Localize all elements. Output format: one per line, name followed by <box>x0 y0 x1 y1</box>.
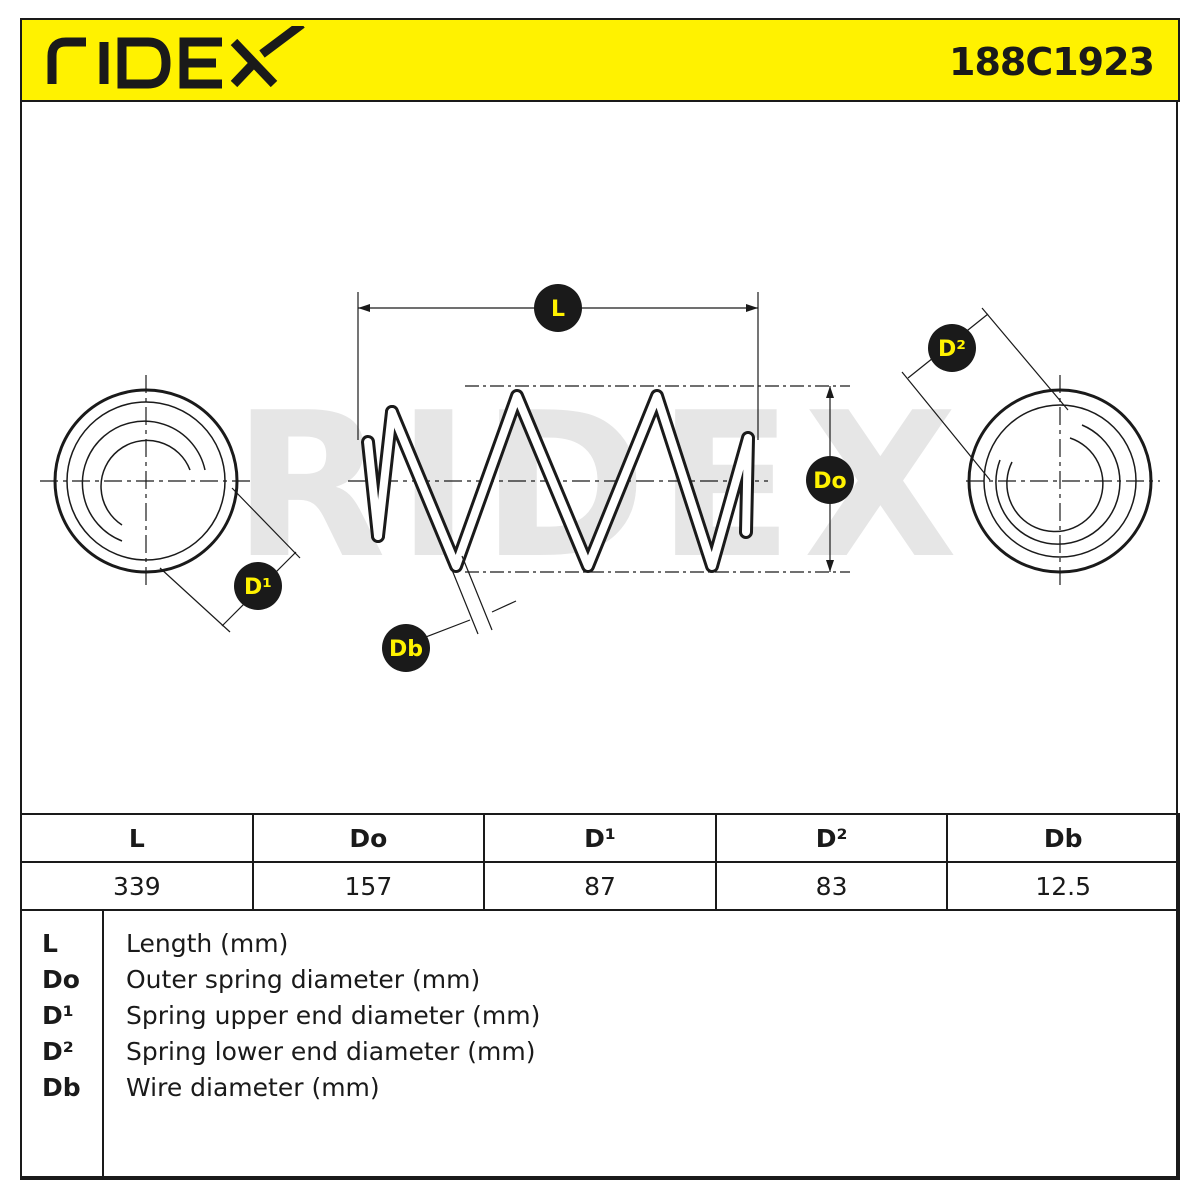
legend-item: Db Wire diameter (mm) <box>22 1073 1178 1109</box>
legend-item: L Length (mm) <box>22 929 1178 965</box>
legend-symbol: D² <box>42 1037 74 1066</box>
spring-side-view <box>348 292 850 641</box>
badge-Db: Db <box>382 624 430 672</box>
legend-item: D¹ Spring upper end diameter (mm) <box>22 1001 1178 1037</box>
spec-value-D2: 83 <box>714 861 949 911</box>
legend-description: Length (mm) <box>126 929 289 958</box>
spec-value-Do: 157 <box>251 861 486 911</box>
brand-logo <box>44 20 314 94</box>
svg-text:D²: D² <box>938 337 966 362</box>
spec-header-D2: D² <box>714 813 949 863</box>
legend-symbol: Do <box>42 965 80 994</box>
ridex-logo-graphic <box>47 20 305 89</box>
badge-D1: D¹ <box>234 562 282 610</box>
spec-value-Db: 12.5 <box>946 861 1180 911</box>
svg-text:L: L <box>551 297 565 322</box>
spec-header-D1: D¹ <box>483 813 717 863</box>
legend-description: Outer spring diameter (mm) <box>126 965 481 994</box>
legend-symbol: D¹ <box>42 1001 74 1030</box>
legend-symbol: L <box>42 929 58 958</box>
legend-item: D² Spring lower end diameter (mm) <box>22 1037 1178 1073</box>
header-bar: 188C1923 <box>20 18 1180 102</box>
spec-header-row: L Do D¹ D² Db <box>20 813 1180 863</box>
badge-Do: Do <box>806 456 854 504</box>
spec-header-L: L <box>20 813 254 863</box>
svg-text:Do: Do <box>813 469 846 494</box>
spec-value-row: 339 157 87 83 12.5 <box>20 861 1180 911</box>
spec-value-L: 339 <box>20 861 254 911</box>
spec-header-Do: Do <box>251 813 486 863</box>
svg-text:D¹: D¹ <box>244 575 272 600</box>
spec-value-D1: 87 <box>483 861 717 911</box>
legend-item: Do Outer spring diameter (mm) <box>22 965 1178 1001</box>
spec-table: L Do D¹ D² Db 339 157 87 83 12.5 <box>20 813 1180 911</box>
lower-end-view <box>901 307 1160 585</box>
upper-end-view <box>40 375 301 633</box>
legend-description: Spring upper end diameter (mm) <box>126 1001 541 1030</box>
legend-divider <box>102 909 104 1178</box>
spring-drawing: RIDEX <box>40 284 1160 672</box>
badge-D2: D² <box>928 324 976 372</box>
part-number: 188C1923 <box>949 40 1155 84</box>
spec-header-Db: Db <box>946 813 1180 863</box>
legend: L Length (mm) Do Outer spring diameter (… <box>20 909 1180 1180</box>
badge-L: L <box>534 284 582 332</box>
legend-description: Spring lower end diameter (mm) <box>126 1037 536 1066</box>
svg-text:Db: Db <box>389 637 423 662</box>
legend-symbol: Db <box>42 1073 81 1102</box>
ridex-watermark: RIDEX <box>232 370 967 603</box>
legend-description: Wire diameter (mm) <box>126 1073 380 1102</box>
